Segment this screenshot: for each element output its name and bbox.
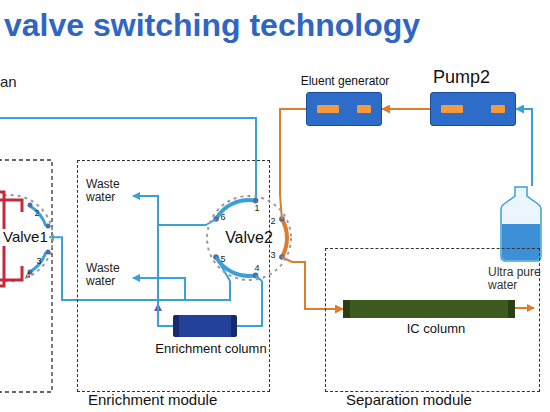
flow-line: [158, 225, 206, 326]
eluent-generator: Eluent generator: [306, 92, 382, 126]
port-number: 2: [34, 209, 39, 219]
waste-label: Waste water: [86, 178, 130, 204]
flow-line: [292, 262, 343, 309]
port-number: 4: [25, 271, 30, 281]
fragment-label: an: [0, 74, 17, 91]
node-text: Valve1: [2, 229, 49, 246]
port-number: 6: [220, 213, 225, 223]
node-text: Valve2: [225, 229, 273, 247]
flow-line: [382, 108, 430, 110]
diagram-title: valve switching technology: [4, 8, 420, 43]
node-text: Enrichment module: [88, 392, 217, 409]
port-number: 3: [36, 257, 41, 267]
port-number: 3: [270, 251, 275, 261]
panel-indicator: [317, 105, 339, 113]
node-text: Eluent generator: [301, 75, 390, 88]
panel-indicator: [441, 105, 463, 113]
panel-indicator: [357, 105, 371, 113]
panel-indicator: [491, 105, 505, 113]
module-box: Separation moduleIC column: [325, 248, 540, 392]
enrichment-column: Enrichment column: [173, 315, 237, 337]
ic-column: IC column: [343, 300, 515, 318]
port-number: 1: [254, 204, 259, 214]
module-outline: [0, 160, 52, 392]
port-number: 5: [220, 255, 225, 265]
waste-line: [133, 196, 158, 225]
pump-box: Pump2: [430, 92, 516, 126]
outlet-arrow: [514, 307, 534, 309]
inlet-line: [0, 118, 256, 200]
water-bottle: Ultra pure water: [500, 186, 542, 262]
waste-label: Waste water: [86, 262, 130, 288]
node-text: IC column: [407, 322, 466, 336]
flow-line: [280, 109, 306, 195]
valve-circle: Valve2: [206, 195, 292, 281]
flow-line: [237, 281, 262, 326]
port-number: 2: [270, 217, 275, 227]
valve-label-box: Valve1: [2, 229, 49, 246]
node-text: Separation module: [346, 392, 472, 409]
node-text: Ultra pure water: [488, 266, 548, 292]
flow-line: [49, 237, 230, 300]
port-number: 4: [254, 264, 259, 274]
node-text: Pump2: [433, 68, 490, 88]
valve-ports: [213, 198, 285, 278]
node-text: Enrichment column: [155, 342, 266, 356]
port-stub: [282, 257, 292, 262]
valve-channel: [282, 219, 287, 257]
valve-ring: [0, 195, 53, 281]
bottle-outline: [500, 186, 542, 262]
flow-line: [516, 109, 532, 186]
port-stub: [280, 195, 282, 219]
